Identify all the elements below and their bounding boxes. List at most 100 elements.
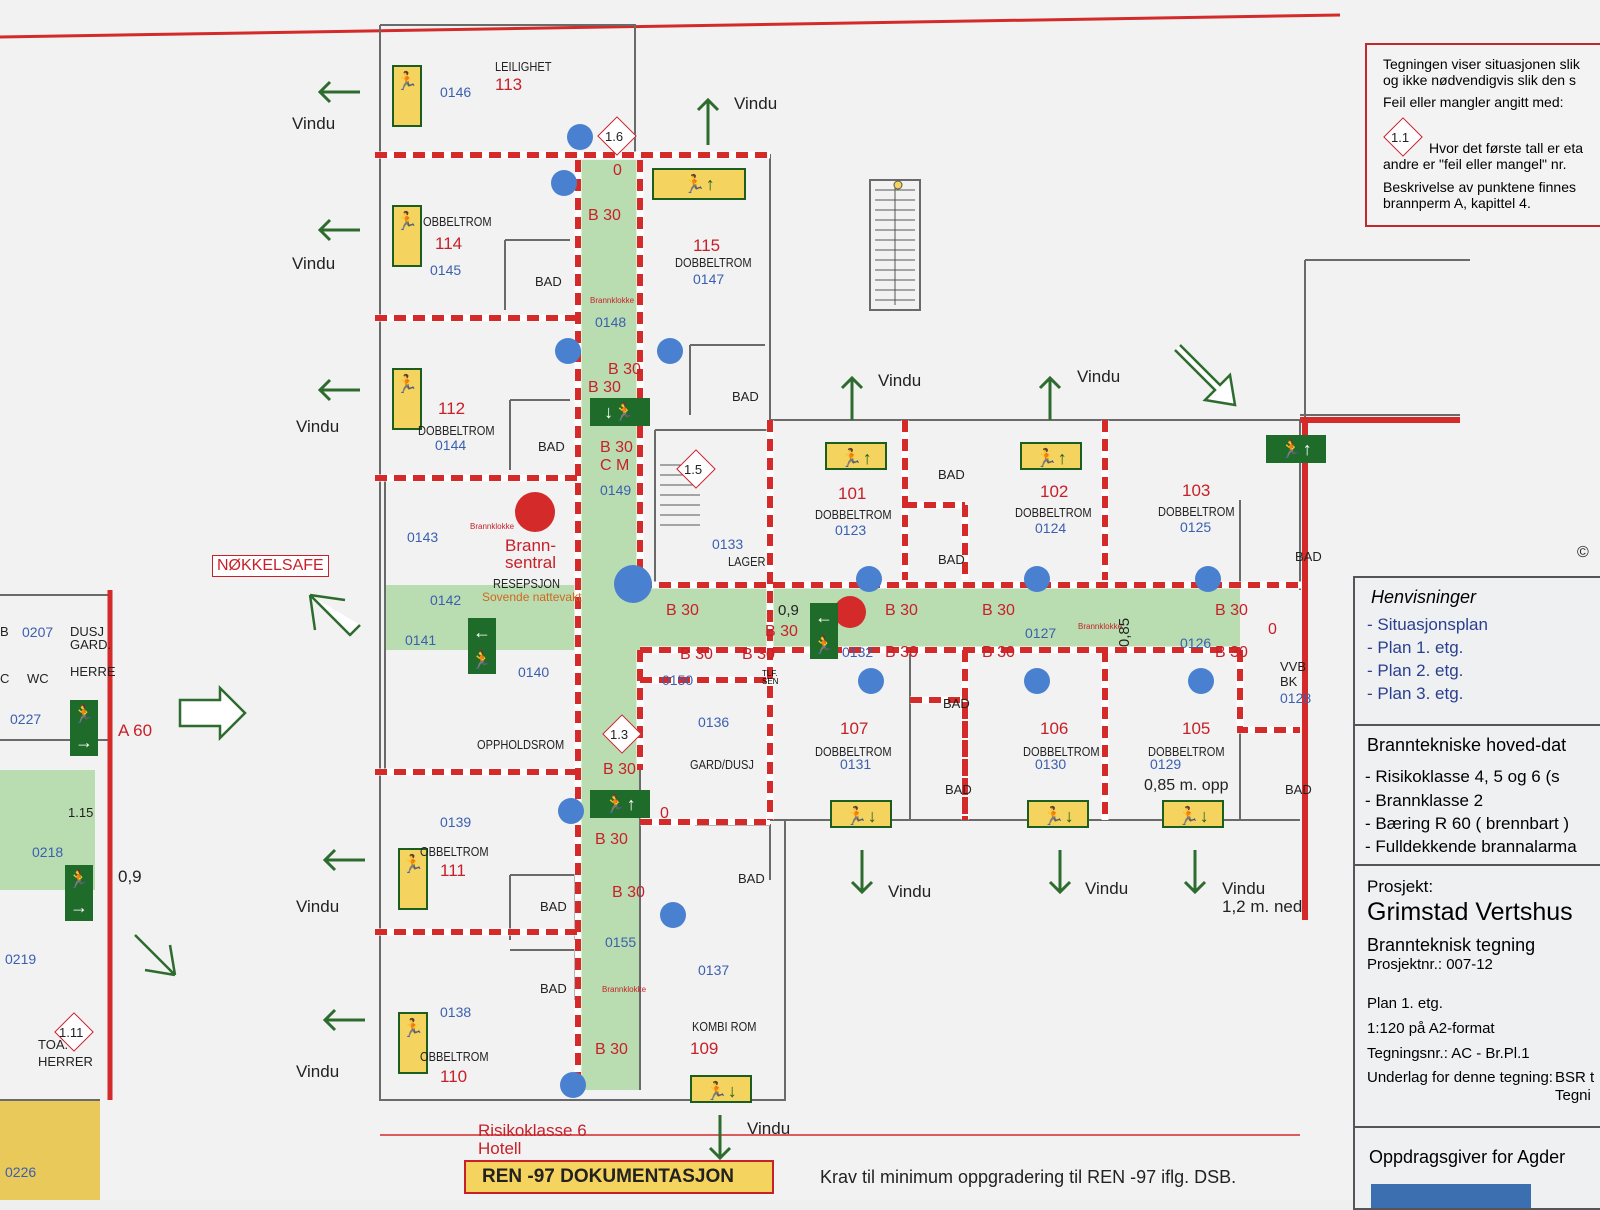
smoke-detector (858, 668, 884, 694)
notice-text: Hvor det første tall er eta (1429, 140, 1584, 156)
deviation-label: 1.11 (59, 1025, 84, 1040)
exit-sign-icon: 🏃↑ (1266, 435, 1326, 463)
window-label: Vindu (1222, 879, 1266, 898)
reference-link[interactable]: - Plan 1. etg. (1367, 638, 1464, 657)
fire-rating-label: C M (600, 457, 630, 474)
room-number: 115 (693, 236, 721, 255)
room-code: 0150 (662, 672, 694, 688)
project-scale: 1:120 på A2-format (1367, 1020, 1495, 1037)
risk-class-label: Hotell (478, 1139, 522, 1158)
fire-rating-a60: A 60 (118, 721, 153, 740)
fire-rating-label: B 30 (595, 831, 628, 848)
room-label-bad: BAD (945, 782, 972, 797)
door-rating-label: 0 (660, 805, 669, 822)
room-label-c: C (0, 671, 10, 686)
room-code: 0142 (430, 592, 462, 608)
room-code: 0226 (5, 1164, 37, 1180)
room-number: 105 (1182, 719, 1211, 738)
room-code: 0133 (712, 536, 744, 552)
deviation-label: 1.3 (610, 727, 629, 742)
room-label-bad: BAD (938, 467, 965, 482)
window-label: Vindu (1085, 879, 1129, 898)
fire-rating-label: B 30 (1215, 602, 1248, 619)
window-label: Vindu (292, 114, 336, 133)
room-type: DOBBELTROM (815, 507, 892, 522)
window-label: Vindu (747, 1119, 791, 1138)
room-number: 113 (495, 75, 523, 94)
room-number: 114 (435, 234, 463, 253)
project-number: Prosjektnr.: 007-12 (1367, 956, 1493, 973)
room-code: 0123 (835, 522, 867, 538)
reference-link[interactable]: - Plan 3. etg. (1367, 684, 1464, 703)
smoke-detector (1024, 566, 1050, 592)
room-label-bad: BAD (732, 389, 759, 404)
notice-text: Tegningen viser situasjonen slik (1383, 56, 1580, 72)
room-code: 0143 (407, 529, 439, 545)
room-code: 0149 (600, 482, 632, 498)
references-panel: Henvisninger - Situasjonsplan - Plan 1. … (1353, 576, 1600, 728)
fire-data-panel: Branntekniske hoved-dat - Risikoklasse 4… (1353, 724, 1600, 868)
room-label-herrer: HERRER (38, 1054, 93, 1069)
exit-sign-icon: 🏃↓ (1027, 800, 1089, 828)
exit-sign-icon: 🏃↑ (1020, 442, 1082, 470)
exit-sign-icon: 🏃↓ (1162, 800, 1224, 828)
room-number: 111 (440, 861, 466, 880)
client-label: Oppdragsgiver for Agder (1369, 1147, 1566, 1167)
client-logo (1371, 1184, 1531, 1208)
room-label-b: B (0, 624, 9, 639)
fire-bell-label: Brannklokke (590, 296, 635, 305)
basis-value: Tegni (1555, 1087, 1591, 1104)
room-label-bad: BAD (540, 899, 567, 914)
fire-rating-label: B 30 (885, 644, 918, 661)
night-watch-label: Sovende nattevakt (482, 590, 582, 604)
window-label: Vindu (888, 882, 932, 901)
deviation-label: 1.5 (684, 462, 703, 477)
smoke-detector (657, 338, 683, 364)
window-label: Vindu (296, 1062, 340, 1081)
room-number: 112 (438, 399, 466, 418)
fire-rating-label: B 30 (765, 623, 798, 640)
door-rating-label: 0 (613, 162, 622, 179)
dimension-label: 0,85 (1116, 617, 1134, 648)
smoke-detector (558, 798, 584, 824)
room-label-bad: BAD (738, 871, 765, 886)
fire-rating-label: B 30 (666, 602, 699, 619)
room-type: DOBBELTROM (418, 423, 495, 438)
fire-rating-label: B 30 (603, 761, 636, 778)
room-code: 0147 (693, 271, 725, 287)
window-label: Vindu (878, 371, 922, 390)
room-label-bad: BAD (535, 274, 562, 289)
exit-sign-icon: 🏃↑ (652, 168, 746, 200)
smoke-detector (1188, 668, 1214, 694)
room-code: 0127 (1025, 625, 1057, 641)
reference-link[interactable]: - Plan 2. etg. (1367, 661, 1464, 680)
door-rating-label: 0 (1268, 621, 1277, 638)
fire-bell-label: Brannklokke (470, 522, 515, 531)
fire-rating-label: B 30 (595, 1041, 628, 1058)
notice-text: Beskrivelse av punktene finnes (1383, 179, 1576, 195)
room-label-lager: LAGER (728, 554, 766, 569)
room-label-bad: BAD (1295, 549, 1322, 564)
deviation-label: 1.6 (605, 129, 624, 144)
window-label: Vindu (734, 94, 778, 113)
room-code: 0144 (435, 437, 467, 453)
reference-link[interactable]: - Situasjonsplan (1367, 615, 1488, 634)
room-type: DOBBELTROM (1158, 504, 1235, 519)
room-label-oppholdsrom: OPPHOLDSROM (477, 737, 565, 752)
room-code: 0131 (840, 756, 872, 772)
room-number: 106 (1040, 719, 1069, 738)
notice-box: Tegningen viser situasjonen slik og ikke… (1365, 43, 1600, 227)
window-height-label: 0,85 m. opp (1144, 777, 1229, 794)
notice-text: brannperm A, kapittel 4. (1383, 195, 1531, 211)
window-label: Vindu (296, 897, 340, 916)
room-number: 107 (840, 719, 869, 738)
room-label-gard-dusj: GARD/DUSJ (690, 757, 754, 772)
exit-sign-icon: 🏃↑ (825, 442, 887, 470)
room-code: 0126 (1180, 635, 1212, 651)
room-type: DOBBELTROM (1015, 505, 1092, 520)
room-code: 0218 (32, 844, 64, 860)
fire-rating-label: B 30 (885, 602, 918, 619)
exit-sign-icon: 🏃 (392, 368, 422, 430)
window-height-label: 1,2 m. ned (1222, 897, 1303, 916)
fire-bell-label: Brannklokke (602, 985, 647, 994)
